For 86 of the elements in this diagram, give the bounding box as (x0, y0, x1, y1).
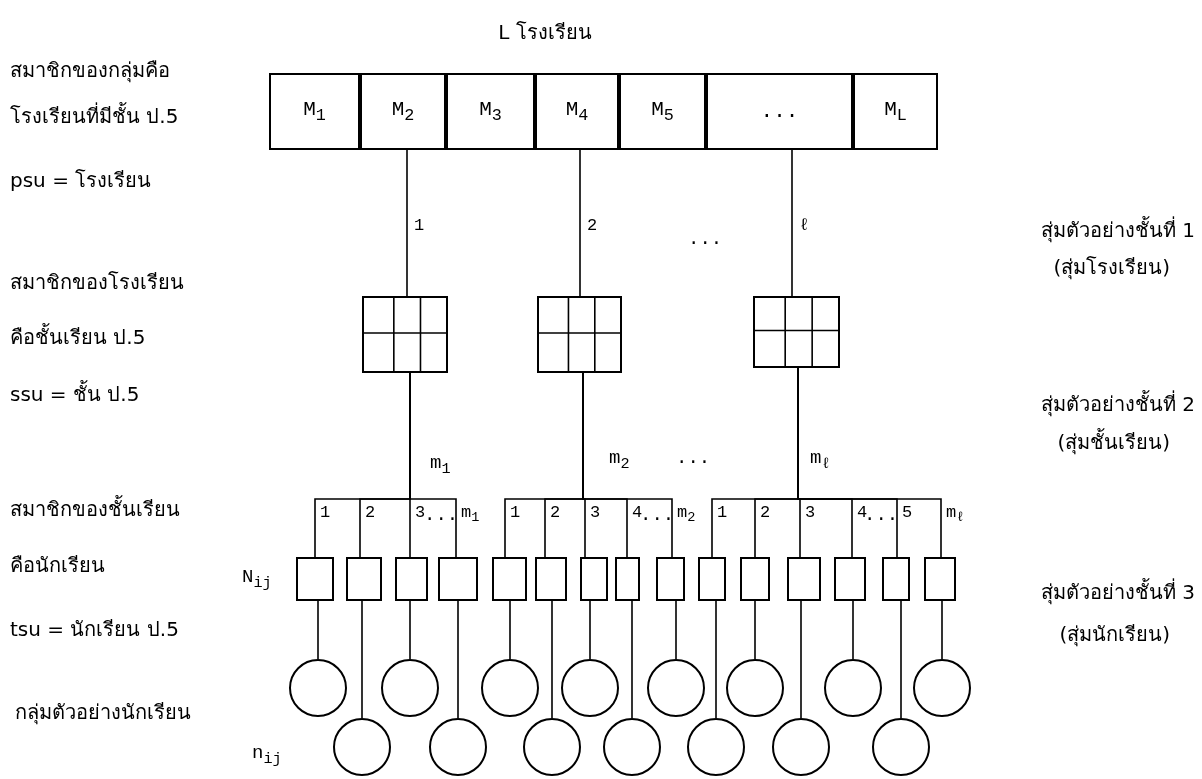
annotation-text: (สุ่มนักเรียน) (1059, 622, 1170, 646)
sample-circle (333, 718, 391, 776)
annotation-text: m$_{1}$ (430, 452, 451, 479)
sample-circle (772, 718, 830, 776)
annotation-text: สมาชิกของโรงเรียน (10, 270, 184, 294)
annotation-text: (สุ่มชั้นเรียน) (1057, 430, 1170, 454)
annotation-text: กลุ่มตัวอย่างนักเรียน (15, 700, 191, 724)
connector-line (675, 600, 677, 660)
sample-circle (523, 718, 581, 776)
sample-circle (726, 659, 784, 717)
student-box (656, 557, 685, 601)
annotation-text: (สุ่มโรงเรียน) (1053, 255, 1170, 279)
connector-line (797, 367, 942, 558)
sample-circle (289, 659, 347, 717)
annotation-text: โรงเรียนที่มีชั้น ป.5 (10, 104, 179, 128)
connector-line (754, 600, 756, 660)
student-box (492, 557, 527, 601)
student-box (395, 557, 428, 601)
annotation-text: สุ่มตัวอย่างชั้นที่ 1 (1040, 218, 1195, 242)
annotation-text: L โรงเรียน (498, 20, 592, 44)
connector-line (715, 600, 717, 719)
connector-line (582, 372, 673, 558)
annotation-text: tsu = นักเรียน ป.5 (10, 617, 179, 641)
student-box (615, 557, 640, 601)
connector-line (406, 149, 408, 297)
annotation-text: คือนักเรียน (10, 553, 105, 577)
class-grid (753, 296, 840, 368)
connector-line (579, 149, 581, 297)
school-cell: M$_{2}$ (360, 73, 446, 150)
sample-circle (603, 718, 661, 776)
annotation-text: ssu = ชั้น ป.5 (10, 382, 140, 406)
student-box (296, 557, 334, 601)
school-cell: M$_{5}$ (619, 73, 706, 150)
sample-circle (647, 659, 705, 717)
student-box (924, 557, 956, 601)
annotation-text: n$_{ij}$ (252, 742, 282, 769)
connector-line (361, 600, 363, 719)
annotation-text: สมาชิกของชั้นเรียน (10, 497, 180, 521)
annotation-text: m$_{2}$ (609, 447, 630, 474)
student-box (346, 557, 382, 601)
student-box (740, 557, 770, 601)
connector-line (551, 600, 553, 719)
annotation-text: psu = โรงเรียน (10, 168, 152, 192)
student-box (535, 557, 567, 601)
annotation-text: สุ่มตัวอย่างชั้นที่ 3 (1040, 580, 1195, 604)
sample-circle (687, 718, 745, 776)
connector-line (509, 600, 511, 660)
sample-circle (913, 659, 971, 717)
sample-circle (481, 659, 539, 717)
class-grid (362, 296, 448, 373)
school-cell: M$_{3}$ (446, 73, 535, 150)
annotation-text: สุ่มตัวอย่างชั้นที่ 2 (1040, 392, 1195, 416)
connector-line (457, 600, 459, 719)
connector-line (900, 600, 902, 719)
sample-circle (429, 718, 487, 776)
annotation-text: N$_{ij}$ (242, 566, 272, 593)
student-box (698, 557, 726, 601)
student-box (834, 557, 866, 601)
class-grid (537, 296, 622, 373)
sample-circle (381, 659, 439, 717)
connector-line (852, 600, 854, 660)
student-box (438, 557, 478, 601)
annotation-text: m$_{ℓ}$ (810, 447, 831, 474)
sample-circle (561, 659, 619, 717)
sample-circle (872, 718, 930, 776)
school-cell: M$_{L}$ (853, 73, 938, 150)
student-box (580, 557, 608, 601)
school-cell: ... (706, 73, 853, 150)
school-cell: M$_{1}$ (269, 73, 360, 150)
connector-line (409, 600, 411, 660)
connector-line (941, 600, 943, 660)
connector-line (317, 600, 319, 660)
connector-line (409, 372, 457, 558)
annotation-text: ... (676, 447, 711, 470)
school-cell: M$_{4}$ (535, 73, 619, 150)
sample-circle (824, 659, 882, 717)
annotation-text: ... (424, 504, 459, 527)
connector-line (631, 600, 633, 719)
annotation-text: ... (688, 228, 723, 251)
connector-line (589, 600, 591, 660)
student-box (787, 557, 821, 601)
connector-line (800, 600, 802, 719)
annotation-text: คือชั้นเรียน ป.5 (10, 325, 146, 349)
student-box (882, 557, 910, 601)
annotation-text: สมาชิกของกลุ่มคือ (10, 58, 170, 82)
connector-line (791, 149, 793, 297)
